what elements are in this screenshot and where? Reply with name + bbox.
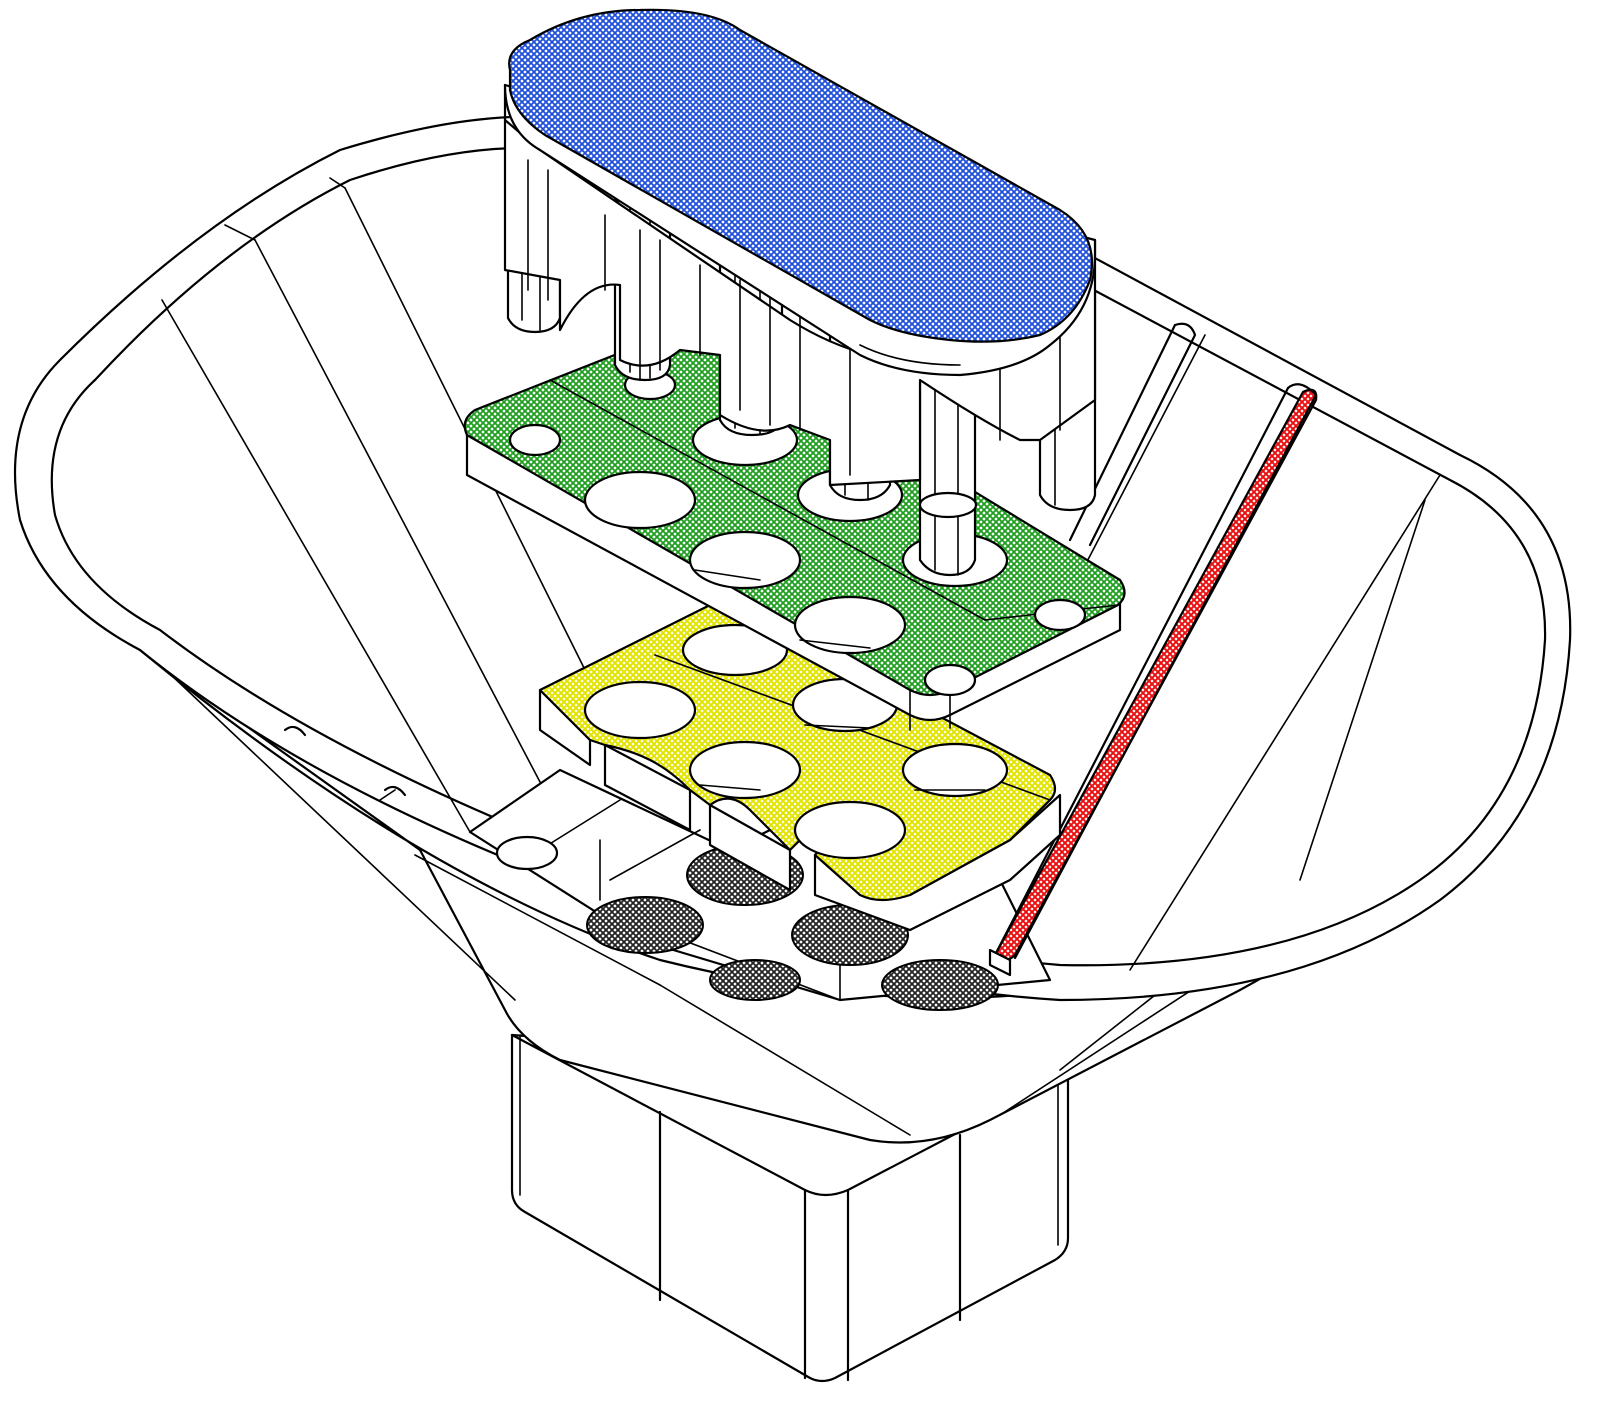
- floor-hole-4: [709, 959, 801, 1001]
- floor-hole-2: [586, 896, 704, 954]
- middle-plate-hole: [583, 470, 697, 530]
- top-plate-with-pins: [503, 8, 1097, 577]
- middle-plate-hole-small: [923, 663, 977, 697]
- middle-plate-hole: [793, 595, 907, 655]
- floor-hole-5: [881, 959, 999, 1011]
- bottom-plate-hole: [901, 742, 1009, 798]
- bottom-plate-hole: [793, 800, 907, 860]
- middle-plate-hole-small: [508, 423, 562, 457]
- bottom-plate-hole: [688, 740, 802, 800]
- rod: [988, 383, 1318, 977]
- bottom-plate-hole: [583, 680, 697, 740]
- bottom-plate: [538, 598, 1062, 932]
- bottom-plate-hole: [681, 623, 789, 677]
- floor-hole-small: [495, 835, 559, 871]
- middle-plate-hole-small: [1033, 598, 1087, 632]
- middle-plate-hole: [688, 530, 802, 590]
